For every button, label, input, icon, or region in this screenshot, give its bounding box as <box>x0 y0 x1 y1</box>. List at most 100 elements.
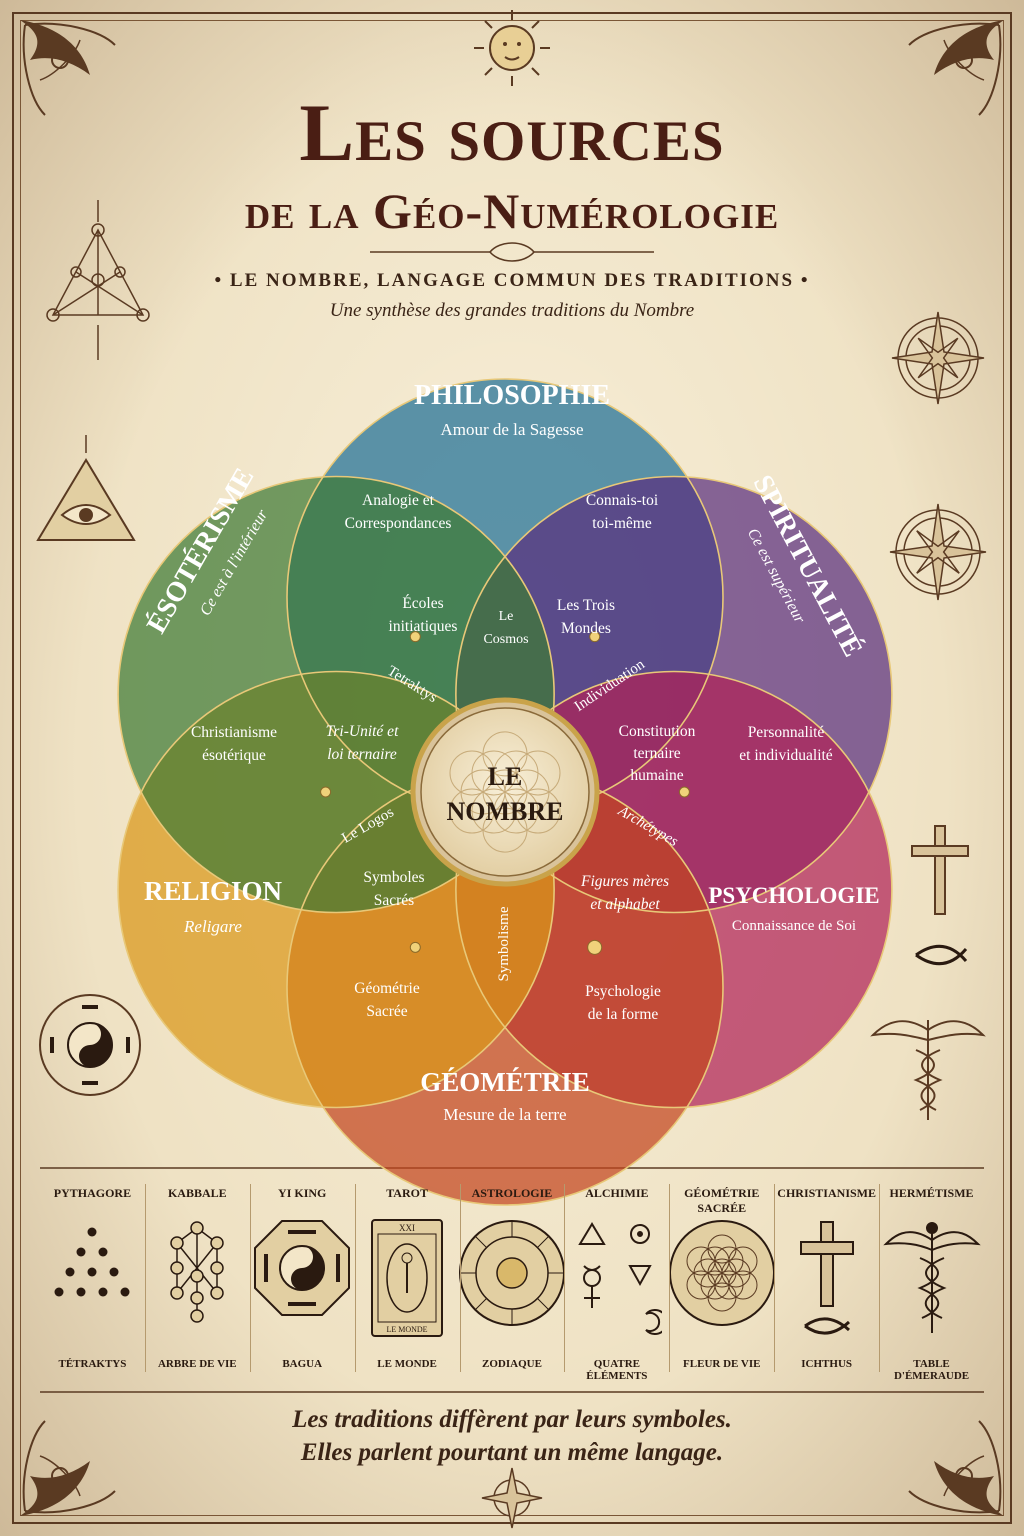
inner-label-constitution-3: humaine <box>630 767 683 784</box>
tradition-symbol-name: BAGUA <box>282 1358 323 1370</box>
intersection-dot <box>409 631 421 643</box>
tradition-column: GÉOMÉTRIE SACRÉE FLEUR DE VIE <box>667 1178 777 1378</box>
domain-name-geometrie: GÉOMÉTRIE <box>420 1067 590 1097</box>
alchemy-symbols-icon <box>572 1218 668 1342</box>
bagua-icon <box>252 1218 352 1322</box>
domain-motto-psychologie: Connaissance de Soi <box>732 918 856 934</box>
tarot-card-caption: LE MONDE <box>387 1325 428 1334</box>
caduceus-icon <box>870 1020 986 1120</box>
overlap-label-spirit-psy-2: et individualité <box>739 747 833 764</box>
tradition-symbol-name: ICHTHUS <box>801 1358 853 1370</box>
tradition-column: HERMÉTISME TABLE D'ÉMERAUDE <box>879 1178 984 1382</box>
column-separator <box>564 1184 566 1372</box>
overlap-label-esot-philo-2: Correspondances <box>345 515 452 532</box>
tradition-column: YI KING BAGUA <box>249 1178 355 1378</box>
overlap-label-esot-philo-1: Analogie et <box>362 492 435 509</box>
footer-line-1: Les traditions diffèrent par leurs symbo… <box>292 1406 732 1433</box>
tradition-column: ALCHIMIE QUATRE ÉLÉMENTS <box>564 1178 669 1382</box>
compass-rose-icon <box>481 1467 543 1529</box>
cross-icon <box>787 1218 867 1342</box>
intersection-dot <box>678 786 690 798</box>
domain-circle-outline-spiritualite <box>455 475 893 914</box>
inner-label-symboles-1: Symboles <box>363 869 424 886</box>
center-label-line1: LE <box>488 762 523 791</box>
inner-label-cosmos-2: Cosmos <box>483 632 528 647</box>
cross-icon <box>911 825 969 915</box>
intersection-dot <box>320 786 332 798</box>
subtitle: • LE NOMBRE, LANGAGE COMMUN DES TRADITIO… <box>214 270 810 291</box>
compass-rose-icon <box>889 503 987 601</box>
tradition-symbol-name: FLEUR DE VIE <box>683 1358 761 1370</box>
main-title: Les sources <box>299 87 725 178</box>
caduceus-icon <box>882 1218 982 1342</box>
overlap-label-psy-geo-2: de la forme <box>588 1006 659 1023</box>
overlap-label-philo-spirit-2: toi-même <box>592 515 652 532</box>
tradition-symbol-name: ARBRE DE VIE <box>157 1358 237 1370</box>
inner-label-tri-unite-1: Tri-Unité et <box>326 723 399 740</box>
inner-label-ecoles-1: Écoles <box>402 595 443 612</box>
overlap-label-psy-geo-1: Psychologie <box>585 983 661 1000</box>
tradition-symbol-name: TÉTRAKTYS <box>58 1358 127 1370</box>
tradition-column: ASTROLOGIE ZODIAQUE <box>457 1178 567 1378</box>
domain-name-psychologie: PSYCHOLOGIE <box>708 883 879 908</box>
domain-name-philosophie: PHILOSOPHIE <box>414 380 610 411</box>
zodiac-wheel-icon <box>457 1218 567 1332</box>
tradition-name: HERMÉTISME <box>889 1186 974 1200</box>
inner-label-trois-mondes-2: Mondes <box>561 620 611 637</box>
tradition-symbol-name: TABLE D'ÉMERAUDE <box>893 1358 970 1382</box>
overlap-label-rel-esot-1: Christianisme <box>191 724 277 741</box>
column-separator <box>459 1184 461 1372</box>
subtitle-text: LE NOMBRE, LANGAGE COMMUN DES TRADITIONS <box>229 270 795 291</box>
tradition-symbol-name: LE MONDE <box>377 1358 437 1370</box>
inner-label-cosmos-1: Le <box>499 609 514 624</box>
column-separator <box>669 1184 671 1372</box>
overlap-label-geo-rel-1: Géométrie <box>354 980 420 997</box>
tradition-column: PYTHAGORE TÉTRAKTYS <box>40 1178 145 1378</box>
inner-label-constitution-2: ternaire <box>633 745 680 762</box>
center-medallion: LE NOMBRE <box>410 697 600 887</box>
tarot-card-icon: XXI LE MONDE <box>370 1218 444 1342</box>
compass-rose-icon <box>891 311 985 405</box>
domain-circle-outline-religion <box>117 670 555 1109</box>
inner-label-figures-1: Figures mères <box>580 873 669 890</box>
column-separator <box>879 1184 881 1372</box>
domain-motto-geometrie: Mesure de la terre <box>443 1105 566 1124</box>
tradition-symbol-name: ZODIAQUE <box>482 1358 542 1370</box>
flower-of-life-icon <box>667 1218 777 1332</box>
tagline: Une synthèse des grandes traditions du N… <box>329 300 695 321</box>
domain-circle-outline-psychologie <box>455 670 893 1109</box>
footer-line-2: Elles parlent pourtant un même langage. <box>300 1439 724 1466</box>
sacred-geometry-triangle-icon <box>46 200 150 360</box>
tarot-card-number: XXI <box>399 1223 415 1233</box>
inner-label-symboles-2: Sacrés <box>374 892 414 909</box>
domain-name-religion: RELIGION <box>144 876 283 906</box>
column-separator <box>354 1184 356 1372</box>
column-separator <box>249 1184 251 1372</box>
inner-label-constitution-1: Constitution <box>619 723 696 740</box>
overlap-label-philo-spirit-1: Connais-toi <box>586 492 659 509</box>
intersection-dot <box>587 939 603 955</box>
overlap-label-spirit-psy-1: Personnalité <box>748 724 825 741</box>
tradition-name: ASTROLOGIE <box>471 1186 553 1200</box>
tradition-symbol-name: QUATRE ÉLÉMENTS <box>586 1358 648 1382</box>
tradition-name: YI KING <box>278 1186 327 1200</box>
ichthus-fish-icon <box>915 944 968 966</box>
main-title-line2: de la Géo-Numérologie <box>244 183 780 239</box>
tetraktys-icon <box>47 1218 137 1312</box>
tradition-name: PYTHAGORE <box>53 1186 132 1200</box>
intersection-dot <box>409 941 421 953</box>
tradition-name: ALCHIMIE <box>585 1186 649 1200</box>
inner-label-figures-2: et alphabet <box>590 896 660 913</box>
tradition-name: GÉOMÉTRIE SACRÉE <box>684 1186 760 1215</box>
eye-of-providence-icon <box>36 435 136 541</box>
title-divider-ornament <box>370 242 654 262</box>
domain-circle-outline-esoterisme <box>117 475 555 914</box>
overlap-label-rel-esot-2: ésotérique <box>202 747 266 764</box>
sun-face-icon <box>474 10 550 86</box>
bagua-icon <box>39 994 141 1096</box>
